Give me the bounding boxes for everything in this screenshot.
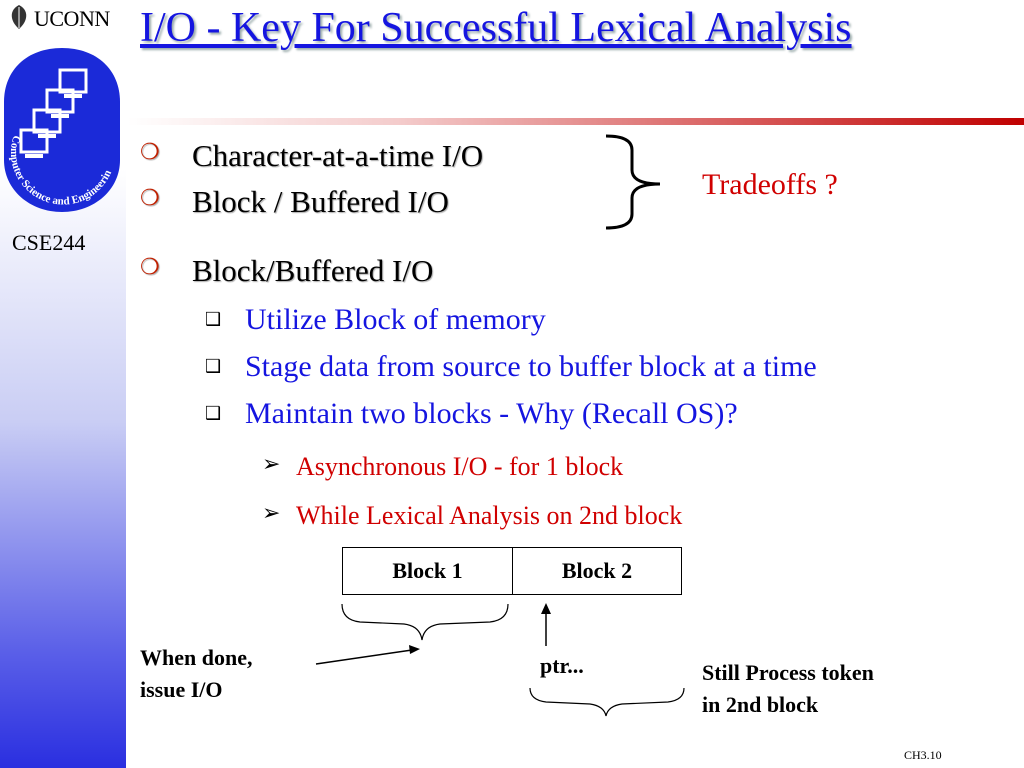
when-done-label: When done, issue I/O	[140, 642, 252, 706]
circle-bullet-icon: ❍	[140, 186, 160, 211]
ptr-arrow	[541, 603, 551, 646]
sub-bullet-text: Utilize Block of memory	[245, 303, 546, 336]
when-done-line-2: issue I/O	[140, 677, 223, 702]
arrow-bullet-icon: ➢	[262, 501, 281, 526]
cse-logo: Computer Science and Engineering	[2, 40, 120, 212]
square-bullet-icon: ❑	[205, 309, 222, 330]
bullet-text: Block / Buffered I/O	[192, 184, 449, 219]
title-divider	[128, 118, 1024, 125]
still-process-line-2: in 2nd block	[702, 692, 819, 717]
slide-title: I/O - Key For Successful Lexical Analysi…	[140, 5, 852, 51]
bullet-text: Character-at-a-time I/O	[192, 138, 484, 173]
uconn-header: UCONN	[0, 0, 126, 40]
when-done-line-1: When done,	[140, 645, 253, 670]
still-process-label: Still Process token in 2nd block	[702, 657, 874, 721]
slide-number: CH3.10	[904, 748, 942, 762]
square-bullet-icon: ❑	[205, 356, 222, 377]
subsub-bullet-text: Asynchronous I/O - for 1 block	[296, 452, 624, 481]
ptr-label: ptr...	[540, 653, 584, 678]
sub-bullet-text: Stage data from source to buffer block a…	[245, 350, 817, 383]
course-code: CSE244	[12, 230, 86, 255]
sidebar: UCONN Computer Science and Engineering C…	[0, 0, 126, 768]
sub-bullet-text: Maintain two blocks - Why (Recall OS)?	[245, 397, 738, 430]
tradeoffs-brace	[605, 134, 661, 230]
block-1-cell: Block 1	[343, 548, 513, 594]
subsub-bullet-text: While Lexical Analysis on 2nd block	[296, 501, 683, 530]
buffer-blocks: Block 1 Block 2	[342, 547, 682, 595]
block2-brace	[529, 687, 685, 717]
bullet-text: Block/Buffered I/O	[192, 253, 434, 288]
circle-bullet-icon: ❍	[140, 140, 160, 165]
block1-brace	[341, 603, 509, 641]
square-bullet-icon: ❑	[205, 403, 222, 424]
circle-bullet-icon: ❍	[140, 255, 160, 280]
still-process-line-1: Still Process token	[702, 660, 874, 685]
brand-name: UCONN	[34, 6, 110, 31]
block-2-cell: Block 2	[561, 558, 633, 583]
issue-io-arrow	[315, 645, 420, 665]
oak-leaf-icon	[11, 5, 27, 29]
arrow-bullet-icon: ➢	[262, 452, 281, 477]
tradeoffs-label: Tradeoffs ?	[702, 168, 838, 201]
